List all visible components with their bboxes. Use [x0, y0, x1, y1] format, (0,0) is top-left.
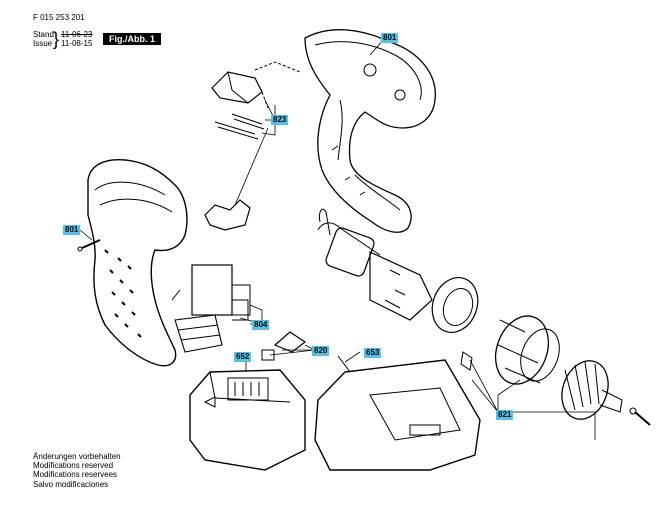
battery-pack	[189, 369, 306, 471]
callout-801-top: 801	[381, 33, 399, 43]
callout-804: 804	[252, 320, 270, 330]
motor-gearbox	[317, 208, 479, 333]
housing-half-left	[77, 158, 188, 367]
callout-821: 821	[496, 410, 514, 420]
bracket-glyph: }	[53, 29, 60, 49]
switch-cover-parts	[204, 61, 301, 231]
clutch-rings	[460, 315, 560, 385]
callout-652: 652	[234, 352, 252, 362]
note-fr: Modifications reservees	[33, 470, 118, 480]
issue-label: Issue	[33, 39, 53, 48]
callout-820: 820	[312, 346, 330, 356]
modification-notes: Änderungen vorbehalten Modifications res…	[33, 452, 121, 489]
housing-half-right	[304, 29, 436, 233]
callout-823: 823	[271, 115, 289, 125]
charger	[314, 355, 481, 471]
note-es: Salvo modificaciones	[33, 479, 109, 489]
drill-chuck	[561, 360, 651, 426]
note-de: Änderungen vorbehalten	[33, 452, 121, 461]
small-part-820	[261, 331, 307, 361]
callout-801-left: 801	[63, 225, 81, 235]
issue-date: 11-08-15	[61, 39, 93, 48]
stand-label: Stand	[33, 30, 54, 39]
stand-date: 11-06-23	[61, 30, 93, 39]
note-en: Modifications reserved	[33, 461, 114, 471]
switch-module	[171, 264, 251, 353]
figure-label: Fig./Abb. 1	[103, 33, 161, 45]
callout-653: 653	[364, 348, 382, 358]
document-number: F 015 253 201	[33, 13, 85, 22]
